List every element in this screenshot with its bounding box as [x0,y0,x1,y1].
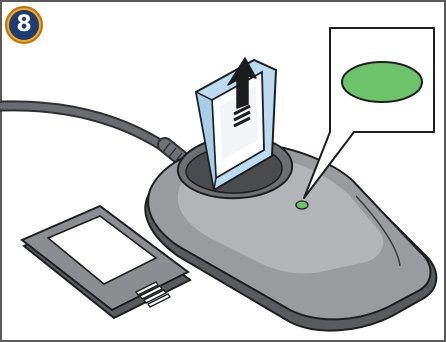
charger-cable [2,106,196,170]
led-indicator-magnified [342,62,422,102]
led-indicator [296,201,308,209]
charger-base [145,136,436,331]
step-number-badge: 8 [5,6,43,44]
step-number: 8 [9,10,39,40]
led-callout [304,28,434,198]
